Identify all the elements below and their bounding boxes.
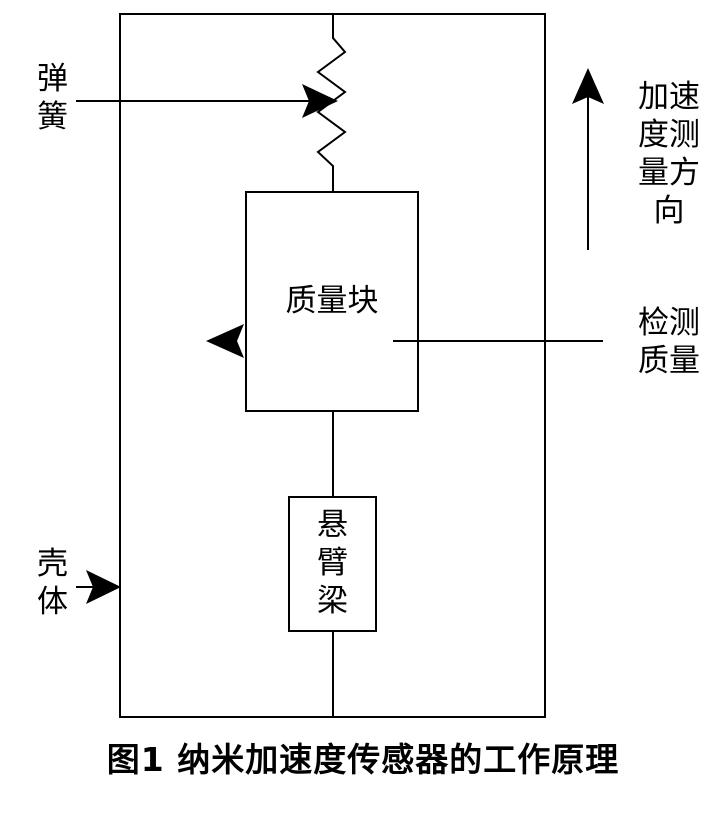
direction-label-line-1: 加速 (638, 79, 700, 115)
cantilever-label: 悬 臂 梁 (289, 506, 376, 620)
cantilever-label-line-2: 臂 (317, 545, 348, 581)
cantilever-label-line-3: 梁 (317, 583, 348, 619)
direction-label-line-3: 量方 (638, 155, 700, 191)
spring-label-line-2: 簧 (37, 99, 68, 135)
shell-label: 壳 体 (37, 545, 68, 621)
direction-arrowhead (572, 68, 604, 104)
detect-mass-label-line-1: 检测 (638, 305, 700, 341)
figure-caption: 图1 纳米加速度传感器的工作原理 (106, 740, 620, 779)
spring-label-line-1: 弹 (37, 61, 68, 97)
shell-label-line-1: 壳 (37, 546, 68, 582)
spring-pointer-arrowhead (302, 84, 338, 118)
cantilever-beam (288, 496, 377, 632)
motion-arrowhead (206, 324, 244, 358)
mass-block (245, 191, 419, 412)
direction-label: 加速 度测 量方 向 (614, 78, 724, 230)
shell-pointer-arrowhead (86, 570, 121, 604)
shell-label-line-2: 体 (37, 584, 68, 620)
direction-label-line-2: 度测 (638, 117, 700, 153)
detect-mass-label: 检测 质量 (614, 304, 724, 380)
mass-block-label: 质量块 (285, 283, 379, 319)
direction-label-line-4: 向 (653, 193, 685, 229)
spring-label: 弹 簧 (37, 60, 68, 136)
cantilever-label-line-1: 悬 (317, 507, 348, 543)
detect-mass-label-line-2: 质量 (638, 343, 700, 379)
